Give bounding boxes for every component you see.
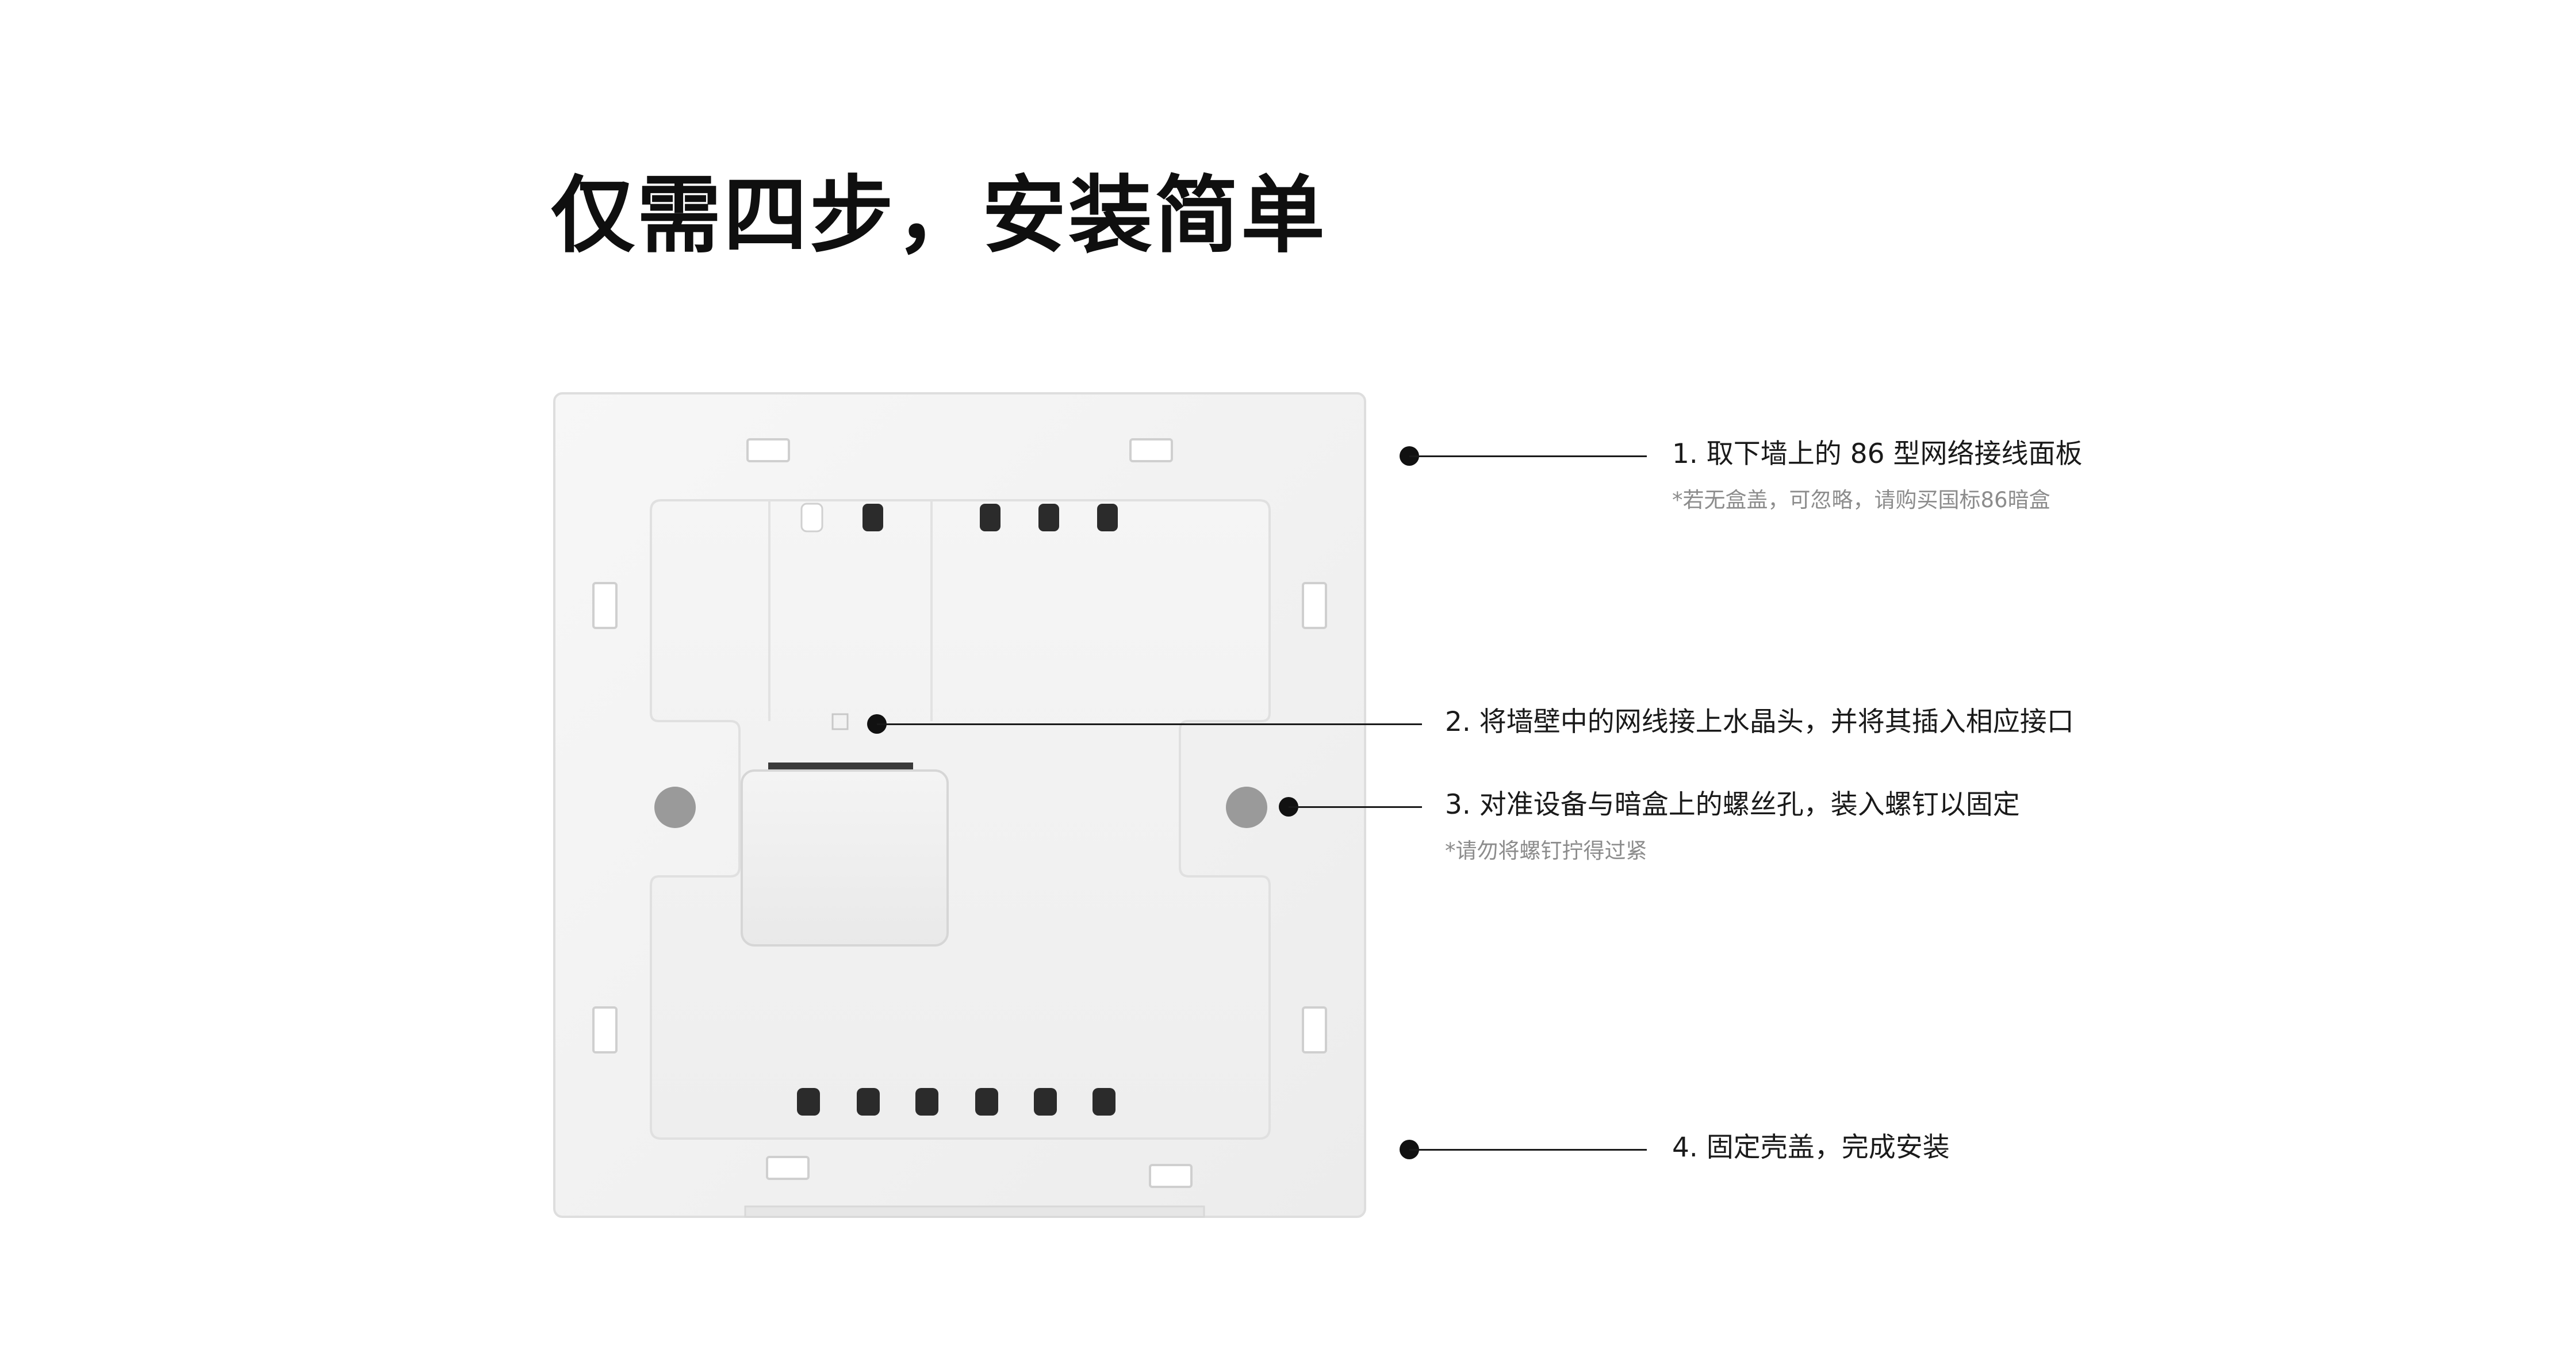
callout-line-step-1 bbox=[1409, 455, 1647, 457]
top-slot-2 bbox=[862, 504, 883, 531]
top-slot-3 bbox=[980, 504, 1000, 531]
side-clip-left-top bbox=[592, 582, 618, 629]
panel-bottom-lip bbox=[744, 1205, 1205, 1218]
bottom-slot-4 bbox=[975, 1088, 998, 1116]
side-clip-right-bottom bbox=[1302, 1006, 1327, 1053]
bottom-slot-6 bbox=[1092, 1088, 1116, 1116]
panel-housing bbox=[650, 499, 1271, 1140]
rj45-connector-block bbox=[741, 769, 949, 947]
page-title: 仅需四步，安装简单 bbox=[551, 166, 1327, 265]
callout-line-step-2 bbox=[877, 723, 1422, 725]
bottom-slot-5 bbox=[1034, 1088, 1057, 1116]
screw-hole-left bbox=[654, 787, 696, 828]
side-clip-right-top bbox=[1302, 582, 1327, 629]
step-4-label: 4. 固定壳盖，完成安装 bbox=[1672, 1132, 1950, 1163]
wall-panel-back-view-image bbox=[553, 392, 1366, 1218]
bottom-slot-3 bbox=[915, 1088, 938, 1116]
callout-line-step-4 bbox=[1409, 1149, 1647, 1151]
housing-marking bbox=[831, 713, 849, 730]
top-slot-1 bbox=[800, 503, 823, 532]
step-3-note: *请勿将螺钉拧得过紧 bbox=[1445, 838, 1647, 863]
step-3-label: 3. 对准设备与暗盒上的螺丝孔，装入螺钉以固定 bbox=[1445, 789, 2020, 821]
bottom-clip-left bbox=[766, 1156, 810, 1180]
bottom-slot-2 bbox=[857, 1088, 880, 1116]
top-clip-right bbox=[1129, 438, 1173, 462]
side-clip-left-bottom bbox=[592, 1006, 618, 1053]
bottom-clip-right bbox=[1149, 1164, 1193, 1188]
bottom-slot-1 bbox=[797, 1088, 820, 1116]
top-clip-left bbox=[746, 438, 790, 462]
step-1-label: 1. 取下墙上的 86 型网络接线面板 bbox=[1672, 438, 2083, 470]
callout-line-step-3 bbox=[1289, 806, 1422, 808]
top-slot-4 bbox=[1038, 504, 1059, 531]
step-2-label: 2. 将墙壁中的网线接上水晶头，并将其插入相应接口 bbox=[1445, 706, 2074, 738]
screw-hole-right bbox=[1226, 787, 1267, 828]
top-slot-5 bbox=[1097, 504, 1118, 531]
step-1-note: *若无盒盖，可忽略，请购买国标86暗盒 bbox=[1672, 488, 2050, 512]
